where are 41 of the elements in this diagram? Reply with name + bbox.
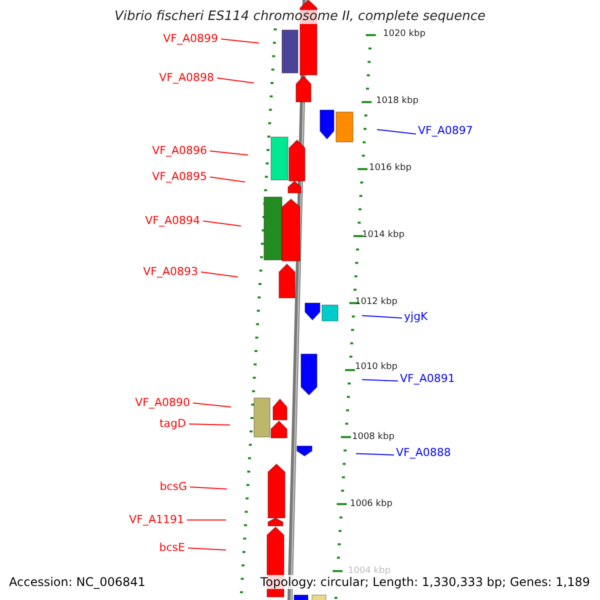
leader-line	[220, 38, 260, 44]
gene-label: yjgK	[404, 310, 428, 324]
gene-label: bcsE	[159, 541, 185, 555]
gene-label: VF_A0888	[396, 446, 451, 460]
scale-label: 1020 kbp	[383, 29, 426, 40]
leader-line	[202, 220, 242, 226]
leader-line	[210, 150, 248, 156]
gene-label: bcsG	[160, 480, 187, 494]
scale-label: 1004 kbp	[348, 566, 390, 576]
scale-label: 1006 kbp	[350, 499, 392, 510]
scale-label: 1016 kbp	[369, 163, 412, 174]
gene-label: VF_A0894	[145, 214, 200, 228]
title: Vibrio fischeri ES114 chromosome II, complete sequence	[114, 10, 486, 24]
leader-line	[362, 315, 402, 318]
gene-label: VF_A1191	[129, 513, 184, 527]
scale-label: 1008 kbp	[352, 432, 394, 443]
gene-label: tagD	[159, 417, 186, 431]
scale-label: 1014 kbp	[362, 230, 404, 241]
gene-label: VF_A0890	[135, 396, 190, 410]
leader-line	[200, 272, 238, 278]
scale-label: 1010 kbp	[355, 362, 398, 373]
leader-line	[188, 424, 230, 426]
leader-line	[210, 176, 246, 182]
leader-line	[190, 486, 228, 490]
leader-line	[188, 548, 226, 550]
footer-note: Topology: circular; Length: 1,330,333 bp; Genes: 1,189	[260, 575, 590, 589]
leader-line	[192, 402, 232, 408]
gene-label: VF_A0899	[163, 32, 218, 46]
gene-label: VF_A0897	[418, 124, 473, 138]
leader-line	[376, 129, 416, 134]
gene-label: VF_A0891	[400, 372, 455, 386]
gene-label: VF_A0893	[143, 265, 198, 279]
leader-line	[362, 379, 398, 382]
scale-label: 1012 kbp	[355, 297, 398, 308]
footer-note: Accession: NC_006841	[9, 575, 146, 589]
gene-label: VF_A0898	[159, 71, 214, 85]
leader-line	[216, 78, 254, 84]
gene-label: VF_A0896	[152, 144, 207, 158]
scale-label: 1018 kbp	[376, 96, 418, 107]
gene-label: VF_A0895	[152, 170, 207, 184]
leader-line	[356, 453, 394, 456]
